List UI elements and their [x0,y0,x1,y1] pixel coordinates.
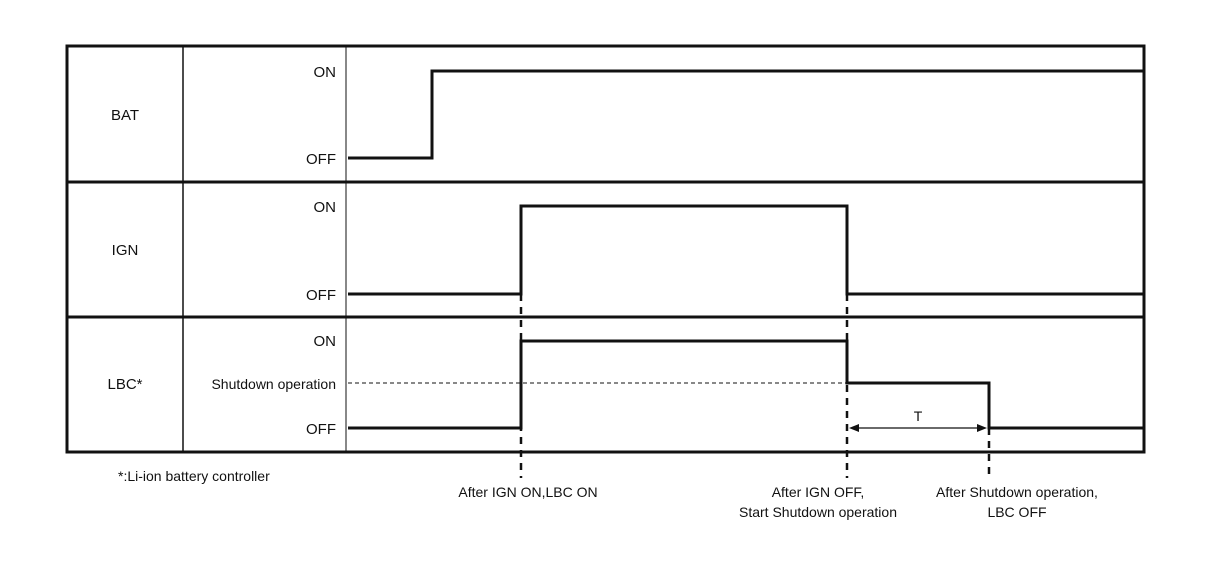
annotation-shutdown-end-line2: LBC OFF [987,504,1046,520]
annotation-ign-off-line2: Start Shutdown operation [739,504,897,520]
footnote: *:Li-ion battery controller [118,468,270,484]
ign-waveform [348,204,1144,296]
annotation-shutdown-end-line1: After Shutdown operation, [936,484,1098,500]
lbc-level-on: ON [314,333,337,350]
interval-t-label: T [914,408,923,424]
ign-level-off: OFF [306,287,336,304]
lbc-level-off: OFF [306,421,336,438]
lbc-level-shutdown: Shutdown operation [211,376,336,392]
signal-name-bat: BAT [111,107,139,124]
annotation-ign-off-line1: After IGN OFF, [772,484,865,500]
bat-level-off: OFF [306,151,336,168]
bat-level-on: ON [314,64,337,81]
annotation-ign-on: After IGN ON,LBC ON [458,484,597,500]
signal-name-lbc: LBC* [107,376,142,393]
lbc-waveform [348,339,1144,430]
diagram-frame [65,44,1146,454]
interval-t-arrow [849,424,987,432]
bat-waveform [348,69,1144,160]
signal-name-ign: IGN [112,242,139,259]
ign-level-on: ON [314,199,337,216]
